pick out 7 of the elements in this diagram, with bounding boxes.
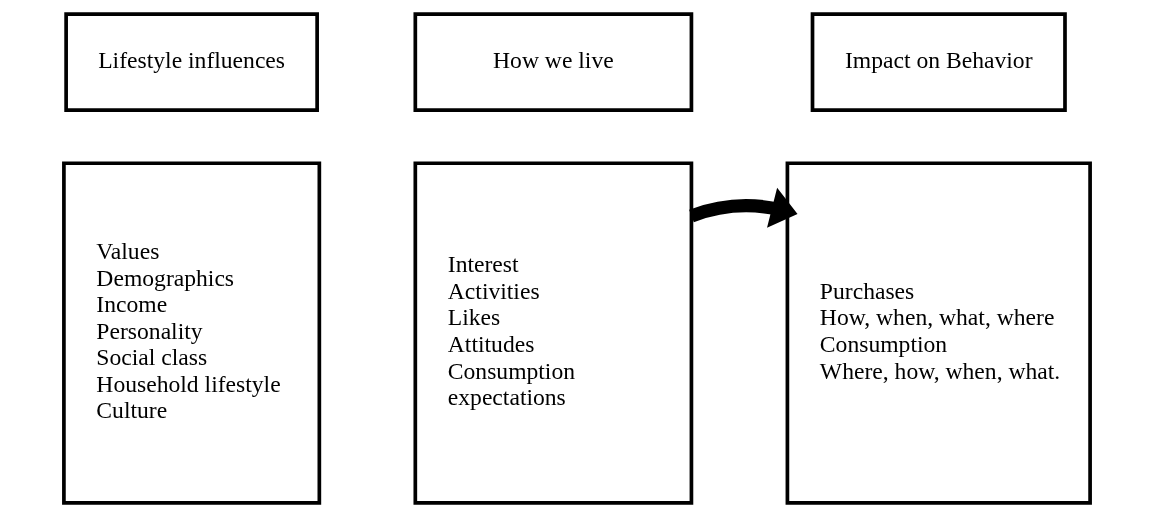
node-box: Interest Activities Likes Attitudes Consumption expectations <box>413 161 694 505</box>
arrow <box>689 187 798 228</box>
node-box: Lifestyle influences <box>64 12 319 112</box>
node-box: Impact on Behavior <box>810 12 1067 112</box>
node-box: Values Demographics Income Personality Social class Household lifestyle Culture <box>62 161 322 505</box>
node-box: Purchases How, when, what, where Consumption Where, how, when, what. <box>785 161 1092 505</box>
node-box: How we live <box>413 12 694 112</box>
